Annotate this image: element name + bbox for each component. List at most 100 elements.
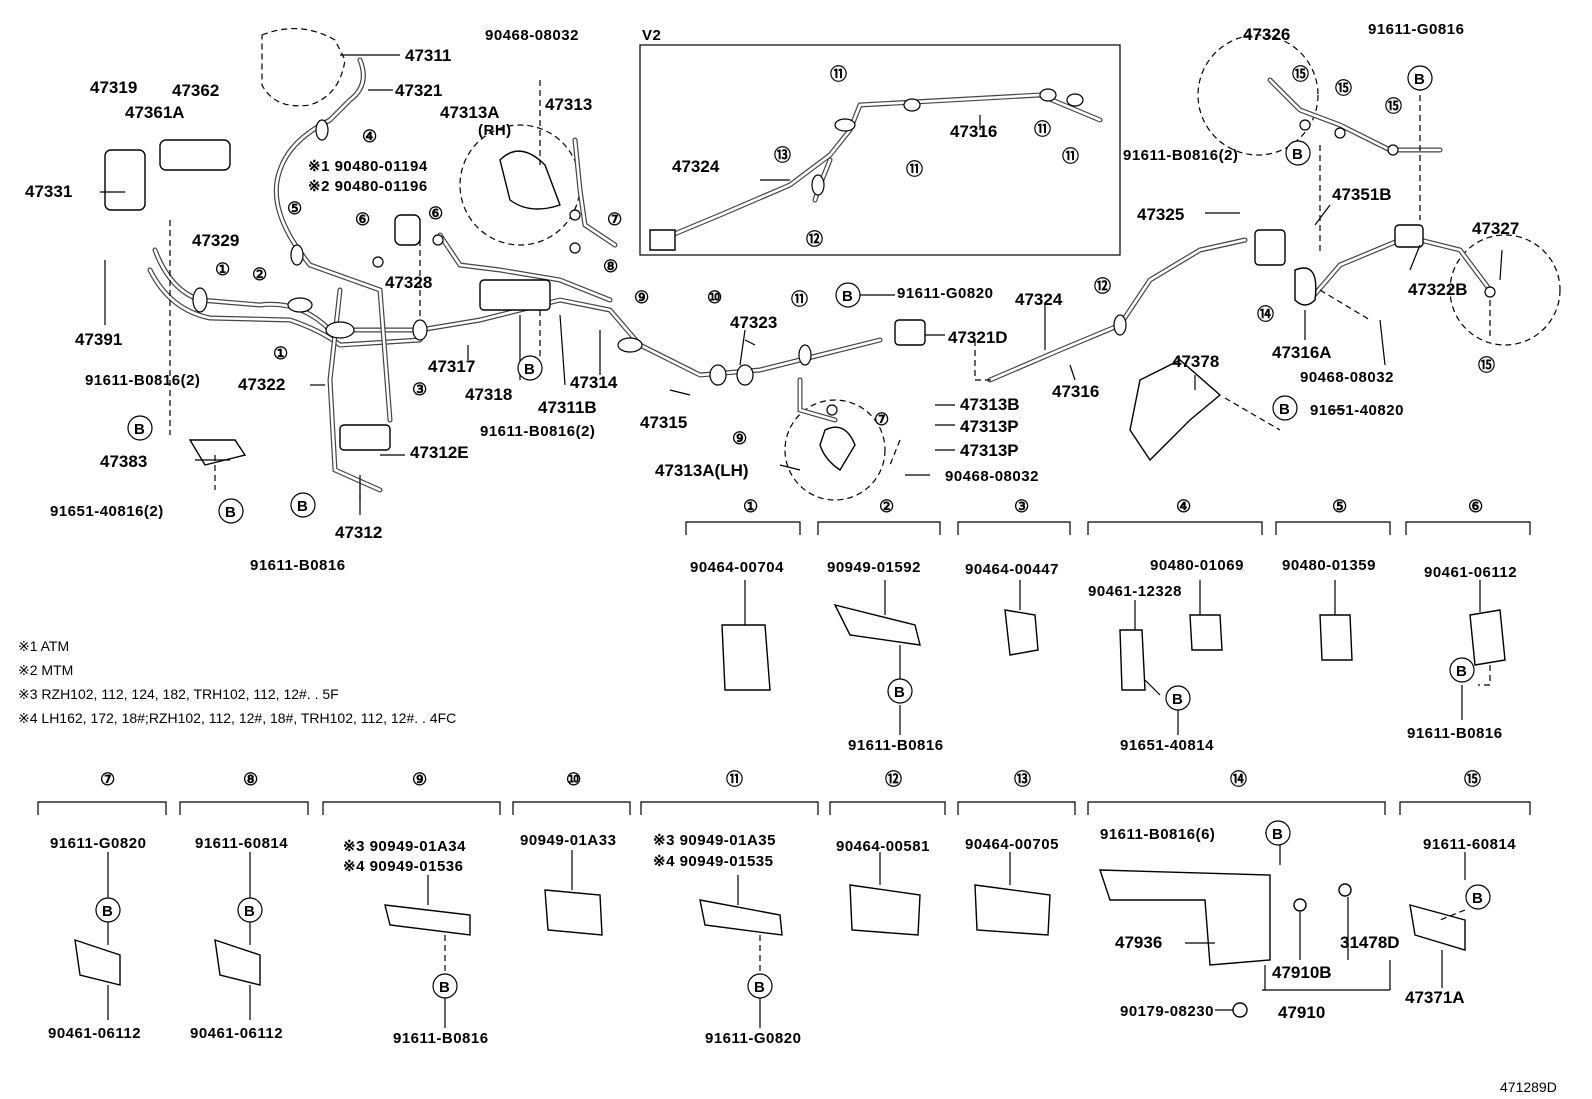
clamp-part-number: 90480-01069 xyxy=(1150,557,1244,574)
inset-label: V2 xyxy=(642,27,661,44)
callout-47319: 47319 xyxy=(90,78,137,97)
callout-47326: 47326 xyxy=(1243,25,1290,44)
callout-91611-G0820-a: 91611-G0820 xyxy=(897,285,993,302)
callout-47317: 47317 xyxy=(428,357,475,376)
callout-47315: 47315 xyxy=(640,413,687,432)
clamp-ref-marker: ⑫ xyxy=(1094,276,1111,296)
bolt-b-letter: B xyxy=(1279,401,1290,418)
bolt-b-marker xyxy=(1265,820,1291,846)
clamp-ref-marker: ⑩ xyxy=(707,288,722,307)
bolt-b-marker xyxy=(432,973,458,999)
clamp-ref-marker: ⑨ xyxy=(732,429,747,448)
callout-47321: 47321 xyxy=(395,81,442,100)
bolt-b-letter: B xyxy=(754,979,765,996)
bolt-b-marker xyxy=(747,973,773,999)
bolt-b-marker xyxy=(290,492,316,518)
bolt-b-letter: B xyxy=(1472,890,1483,907)
clamp-part-number: 91611-G0820 xyxy=(705,1030,801,1047)
callout-47311B: 47311B xyxy=(538,398,597,417)
bolt-b-letter: B xyxy=(297,498,308,515)
callout-47322: 47322 xyxy=(238,375,285,394)
clamp-ref-marker: ⑪ xyxy=(791,289,808,309)
clamp-ref-marker: ⑨ xyxy=(634,288,649,307)
clamp-ref-marker: ⑦ xyxy=(874,410,889,429)
bolt-b-letter: B xyxy=(134,421,145,438)
bolt-b-letter: B xyxy=(842,288,853,305)
clamp-group-number: ⑬ xyxy=(1014,769,1031,789)
clamp-group-number: ⑩ xyxy=(566,770,581,789)
clamp-part-number: 47371A xyxy=(1405,988,1465,1007)
bolt-b-letter: B xyxy=(439,979,450,996)
callout-47318: 47318 xyxy=(465,385,512,404)
bolt-b-letter: B xyxy=(1414,71,1425,88)
clamp-ref-marker: ⑬ xyxy=(774,145,791,165)
clamp-ref-marker: ⑥ xyxy=(355,210,370,229)
clamp-part-number: 47910 xyxy=(1278,1003,1325,1022)
bolt-b-marker xyxy=(127,415,153,441)
callout-47328: 47328 xyxy=(385,273,432,292)
bolt-b-letter: B xyxy=(225,504,236,521)
clamp-group-number: ⑫ xyxy=(885,769,902,789)
callout-47316-v2: 47316 xyxy=(950,122,997,141)
clamp-part-number: ※4 90949-01535 xyxy=(653,853,774,870)
callout-47313P-a: 47313P xyxy=(960,417,1019,436)
callout-47316A: 47316A xyxy=(1272,343,1332,362)
footnote-3: ※3 RZH102, 112, 124, 182, TRH102, 112, 1… xyxy=(18,686,339,702)
clamp-part-number: 90461-06112 xyxy=(190,1025,283,1042)
clamp-ref-marker: ⑥ xyxy=(428,204,443,223)
clamp-part-number: 91611-B0816 xyxy=(1407,725,1503,742)
clamp-group-number: ⑦ xyxy=(100,770,115,789)
clamp-ref-marker: ⑫ xyxy=(806,229,823,249)
clamp-group-number: ⑮ xyxy=(1464,769,1481,789)
callout-91611-B0816-2b: 91611-B0816(2) xyxy=(480,423,595,440)
clamp-ref-marker: ⑮ xyxy=(1335,78,1352,98)
callout-47324-v2: 47324 xyxy=(672,157,720,176)
clamp-group-number: ④ xyxy=(1176,497,1191,516)
callout-91651-40820: 91651-40820 xyxy=(1310,402,1404,419)
clamp-ref-marker: ⑪ xyxy=(830,64,847,84)
bolt-b-marker xyxy=(1449,657,1475,683)
callout-47313B: 47313B xyxy=(960,395,1020,414)
clamp-part-number: 91611-60814 xyxy=(1423,836,1516,853)
callout-47378: 47378 xyxy=(1172,352,1219,371)
clamp-part-number: 90464-00705 xyxy=(965,836,1059,853)
bolt-b-letter: B xyxy=(524,361,535,378)
clamp-part-number: 90179-08230 xyxy=(1120,1003,1214,1020)
callout-RH: (RH) xyxy=(478,122,512,139)
callout-47312: 47312 xyxy=(335,523,382,542)
clamp-ref-marker: ⑮ xyxy=(1385,96,1402,116)
clamp-part-number: ※3 90949-01A34 xyxy=(343,838,466,855)
callout-47362: 47362 xyxy=(172,81,219,100)
callout-91611-B0816-a: 91611-B0816 xyxy=(250,557,346,574)
clamp-ref-marker: ⑦ xyxy=(607,210,622,229)
callout-47313P-b: 47313P xyxy=(960,441,1019,460)
callout-90480-01196: ※2 90480-01196 xyxy=(308,178,428,195)
bolt-b-marker xyxy=(218,498,244,524)
bolt-b-marker xyxy=(1165,685,1191,711)
callout-47324-a: 47324 xyxy=(1015,290,1063,309)
clamp-ref-marker: ① xyxy=(273,344,288,363)
clamp-group-number: ⑨ xyxy=(412,770,427,789)
clamp-ref-marker: ⑪ xyxy=(1034,119,1051,139)
clamp-group-number: ⑪ xyxy=(726,769,743,789)
bolt-b-letter: B xyxy=(102,903,113,920)
clamp-ref-marker: ① xyxy=(215,260,230,279)
callout-47312E: 47312E xyxy=(410,443,469,462)
bolt-b-marker xyxy=(835,282,861,308)
bolt-b-marker xyxy=(1272,395,1298,421)
clamp-ref-marker: ③ xyxy=(412,380,427,399)
clamp-part-number: ※3 90949-01A35 xyxy=(653,832,776,849)
clamp-ref-marker: ⑮ xyxy=(1292,64,1309,84)
clamp-ref-marker: ② xyxy=(252,265,267,284)
bolt-b-letter: B xyxy=(1292,146,1303,163)
clamp-part-number: 91611-B0816 xyxy=(848,737,944,754)
bolt-b-marker xyxy=(887,678,913,704)
callout-90468-08032-a: 90468-08032 xyxy=(485,27,579,44)
clamp-part-number: 91611-60814 xyxy=(195,835,288,852)
bolt-b-marker xyxy=(237,897,263,923)
line-art xyxy=(37,27,1561,1028)
clamp-ref-marker: ⑮ xyxy=(1478,355,1495,375)
